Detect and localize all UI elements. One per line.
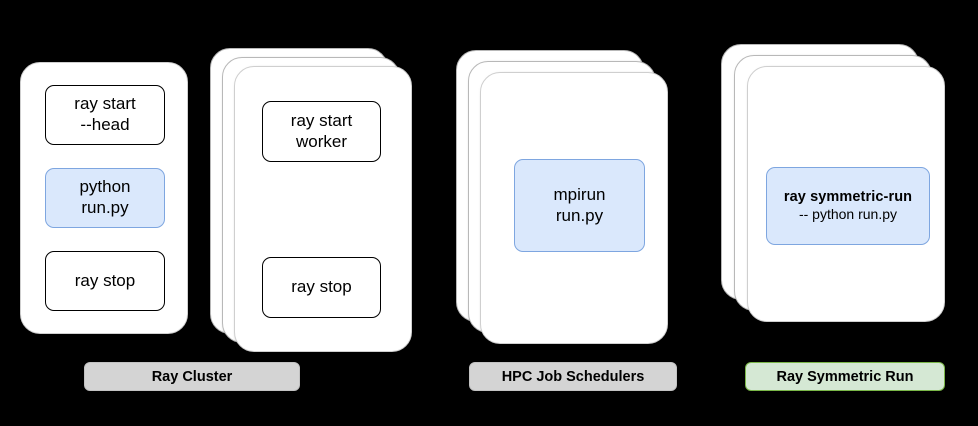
command-line-2: -- python run.py — [798, 206, 898, 223]
command-line-2: worker — [295, 131, 347, 151]
command-line-1: mpirun — [553, 184, 606, 204]
command-line-1: ray stop — [291, 277, 352, 297]
command-ray-symmetric-run[interactable]: ray symmetric-run -- python run.py — [766, 167, 930, 245]
command-ray-stop-head[interactable]: ray stop — [45, 251, 165, 311]
command-mpirun-run-py[interactable]: mpirun run.py — [514, 159, 645, 252]
command-line-1: ray start — [290, 110, 353, 130]
legend-ray-symmetric-run: Ray Symmetric Run — [745, 362, 945, 391]
command-line-1: ray symmetric-run — [783, 188, 913, 205]
legend-label: Ray Symmetric Run — [776, 368, 914, 385]
command-line-1: python — [79, 177, 131, 197]
command-line-2: run.py — [81, 198, 129, 217]
command-ray-start-worker[interactable]: ray start worker — [262, 101, 381, 162]
command-ray-start-head[interactable]: ray start --head — [45, 85, 165, 145]
command-ray-stop-worker[interactable]: ray stop — [262, 257, 381, 318]
command-python-run-py[interactable]: python run.py — [45, 168, 165, 228]
command-line-1: ray start — [74, 94, 136, 114]
command-line-2: --head — [80, 115, 130, 134]
legend-hpc-job-schedulers: HPC Job Schedulers — [469, 362, 677, 391]
legend-label: HPC Job Schedulers — [501, 368, 645, 385]
legend-label: Ray Cluster — [151, 368, 233, 385]
command-line-2: run.py — [555, 205, 604, 225]
legend-ray-cluster: Ray Cluster — [84, 362, 300, 391]
command-line-1: ray stop — [74, 270, 136, 290]
